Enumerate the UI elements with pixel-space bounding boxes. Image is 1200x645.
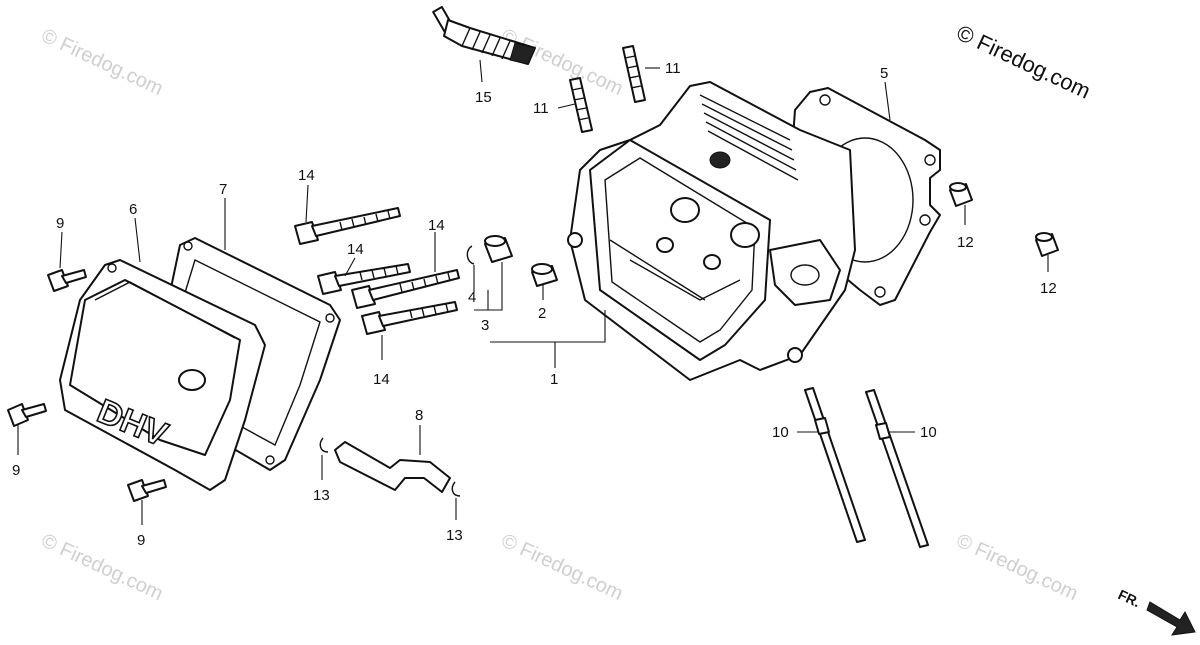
dowel-pins-12 bbox=[949, 182, 1059, 257]
callout-14-bottom: 14 bbox=[373, 371, 390, 388]
stud-bolts-11 bbox=[569, 45, 646, 133]
callout-1: 1 bbox=[550, 371, 558, 388]
breather-tube bbox=[319, 437, 461, 497]
callout-14-top: 14 bbox=[298, 167, 315, 184]
watermark-bottom-left: © Firedog.com bbox=[38, 530, 166, 605]
callout-3: 3 bbox=[481, 317, 489, 334]
callout-4: 4 bbox=[468, 289, 476, 306]
callout-15: 15 bbox=[475, 89, 492, 106]
brand-mark: © Firedog.com bbox=[953, 20, 1095, 104]
long-studs bbox=[804, 387, 929, 548]
callout-5: 5 bbox=[880, 65, 888, 82]
dowel-pins bbox=[466, 235, 558, 287]
callout-14-mid-right: 14 bbox=[428, 217, 445, 234]
callout-13-left: 13 bbox=[313, 487, 330, 504]
callout-10-left: 10 bbox=[772, 424, 789, 441]
callout-9-bottom: 9 bbox=[137, 532, 145, 549]
cover-bolts bbox=[7, 269, 167, 502]
callout-6: 6 bbox=[129, 201, 137, 218]
callout-2: 2 bbox=[538, 305, 546, 322]
callout-12-upper: 12 bbox=[957, 234, 974, 251]
watermark-top-left: © Firedog.com bbox=[38, 25, 166, 100]
spark-plug bbox=[432, 5, 536, 65]
callout-13-right: 13 bbox=[446, 527, 463, 544]
leader-lines bbox=[17, 59, 1049, 525]
callout-12-lower: 12 bbox=[1040, 280, 1057, 297]
fr-label: FR. bbox=[1116, 586, 1143, 610]
front-direction-arrow: FR. bbox=[1116, 586, 1196, 636]
head-bolts bbox=[294, 207, 460, 335]
callout-7: 7 bbox=[219, 181, 227, 198]
callout-14-mid-left: 14 bbox=[347, 241, 364, 258]
callout-8: 8 bbox=[415, 407, 423, 424]
callout-11-lower: 11 bbox=[533, 100, 549, 117]
watermark-top-center: © Firedog.com bbox=[498, 25, 626, 100]
callout-10-right: 10 bbox=[920, 424, 937, 441]
callout-9-left: 9 bbox=[12, 462, 20, 479]
callouts: 15 11 11 5 12 12 7 6 9 14 14 14 14 4 3 2… bbox=[12, 60, 1057, 549]
watermark-bottom-center: © Firedog.com bbox=[498, 530, 626, 605]
callout-11-upper: 11 bbox=[665, 60, 681, 77]
cylinder-head bbox=[567, 81, 856, 381]
watermark-bottom-right: © Firedog.com bbox=[953, 530, 1081, 605]
callout-9-top: 9 bbox=[56, 215, 64, 232]
